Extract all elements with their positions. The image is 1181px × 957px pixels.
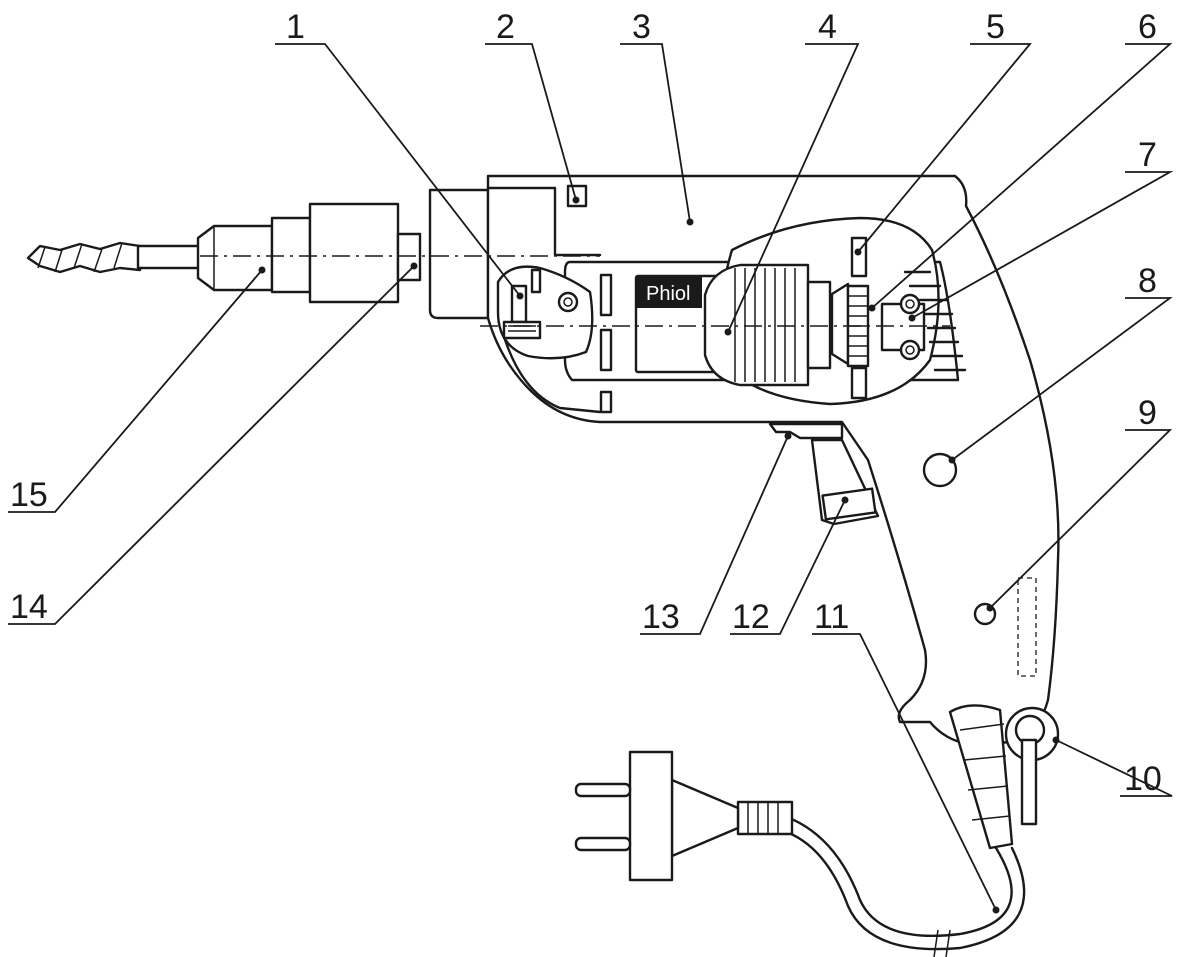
drill-bit	[26, 241, 202, 274]
callout-8: 8	[1138, 262, 1157, 300]
power-plug	[574, 750, 794, 882]
callout-5: 5	[986, 8, 1005, 46]
callout-7: 7	[1138, 136, 1157, 174]
callout-labels: 1 2 3 4 5 6 7 8 9 10 11 12 13 14 15	[10, 8, 1162, 798]
power-cord	[758, 808, 1026, 957]
brand-badge	[636, 276, 702, 308]
callout-4: 4	[818, 8, 837, 46]
callout-9: 9	[1138, 394, 1157, 432]
callout-13: 13	[642, 598, 680, 636]
callout-3: 3	[632, 8, 651, 46]
cutaway-gear	[496, 265, 594, 360]
cutaway-motor	[703, 216, 967, 406]
leader-lines	[8, 43, 1174, 914]
callout-15: 15	[10, 476, 48, 514]
chuck	[196, 202, 422, 304]
callout-10: 10	[1124, 760, 1162, 798]
callout-1: 1	[286, 8, 305, 46]
cable-guard	[948, 704, 1060, 850]
switch-lock-button	[566, 184, 588, 208]
callout-2: 2	[496, 8, 515, 46]
callout-14: 14	[10, 588, 48, 626]
callout-6: 6	[1138, 8, 1157, 46]
callout-12: 12	[732, 598, 770, 636]
callout-11: 11	[814, 598, 849, 636]
rotation-switch	[922, 452, 958, 488]
trigger	[768, 422, 880, 526]
brand-label: Phiol	[646, 283, 690, 305]
